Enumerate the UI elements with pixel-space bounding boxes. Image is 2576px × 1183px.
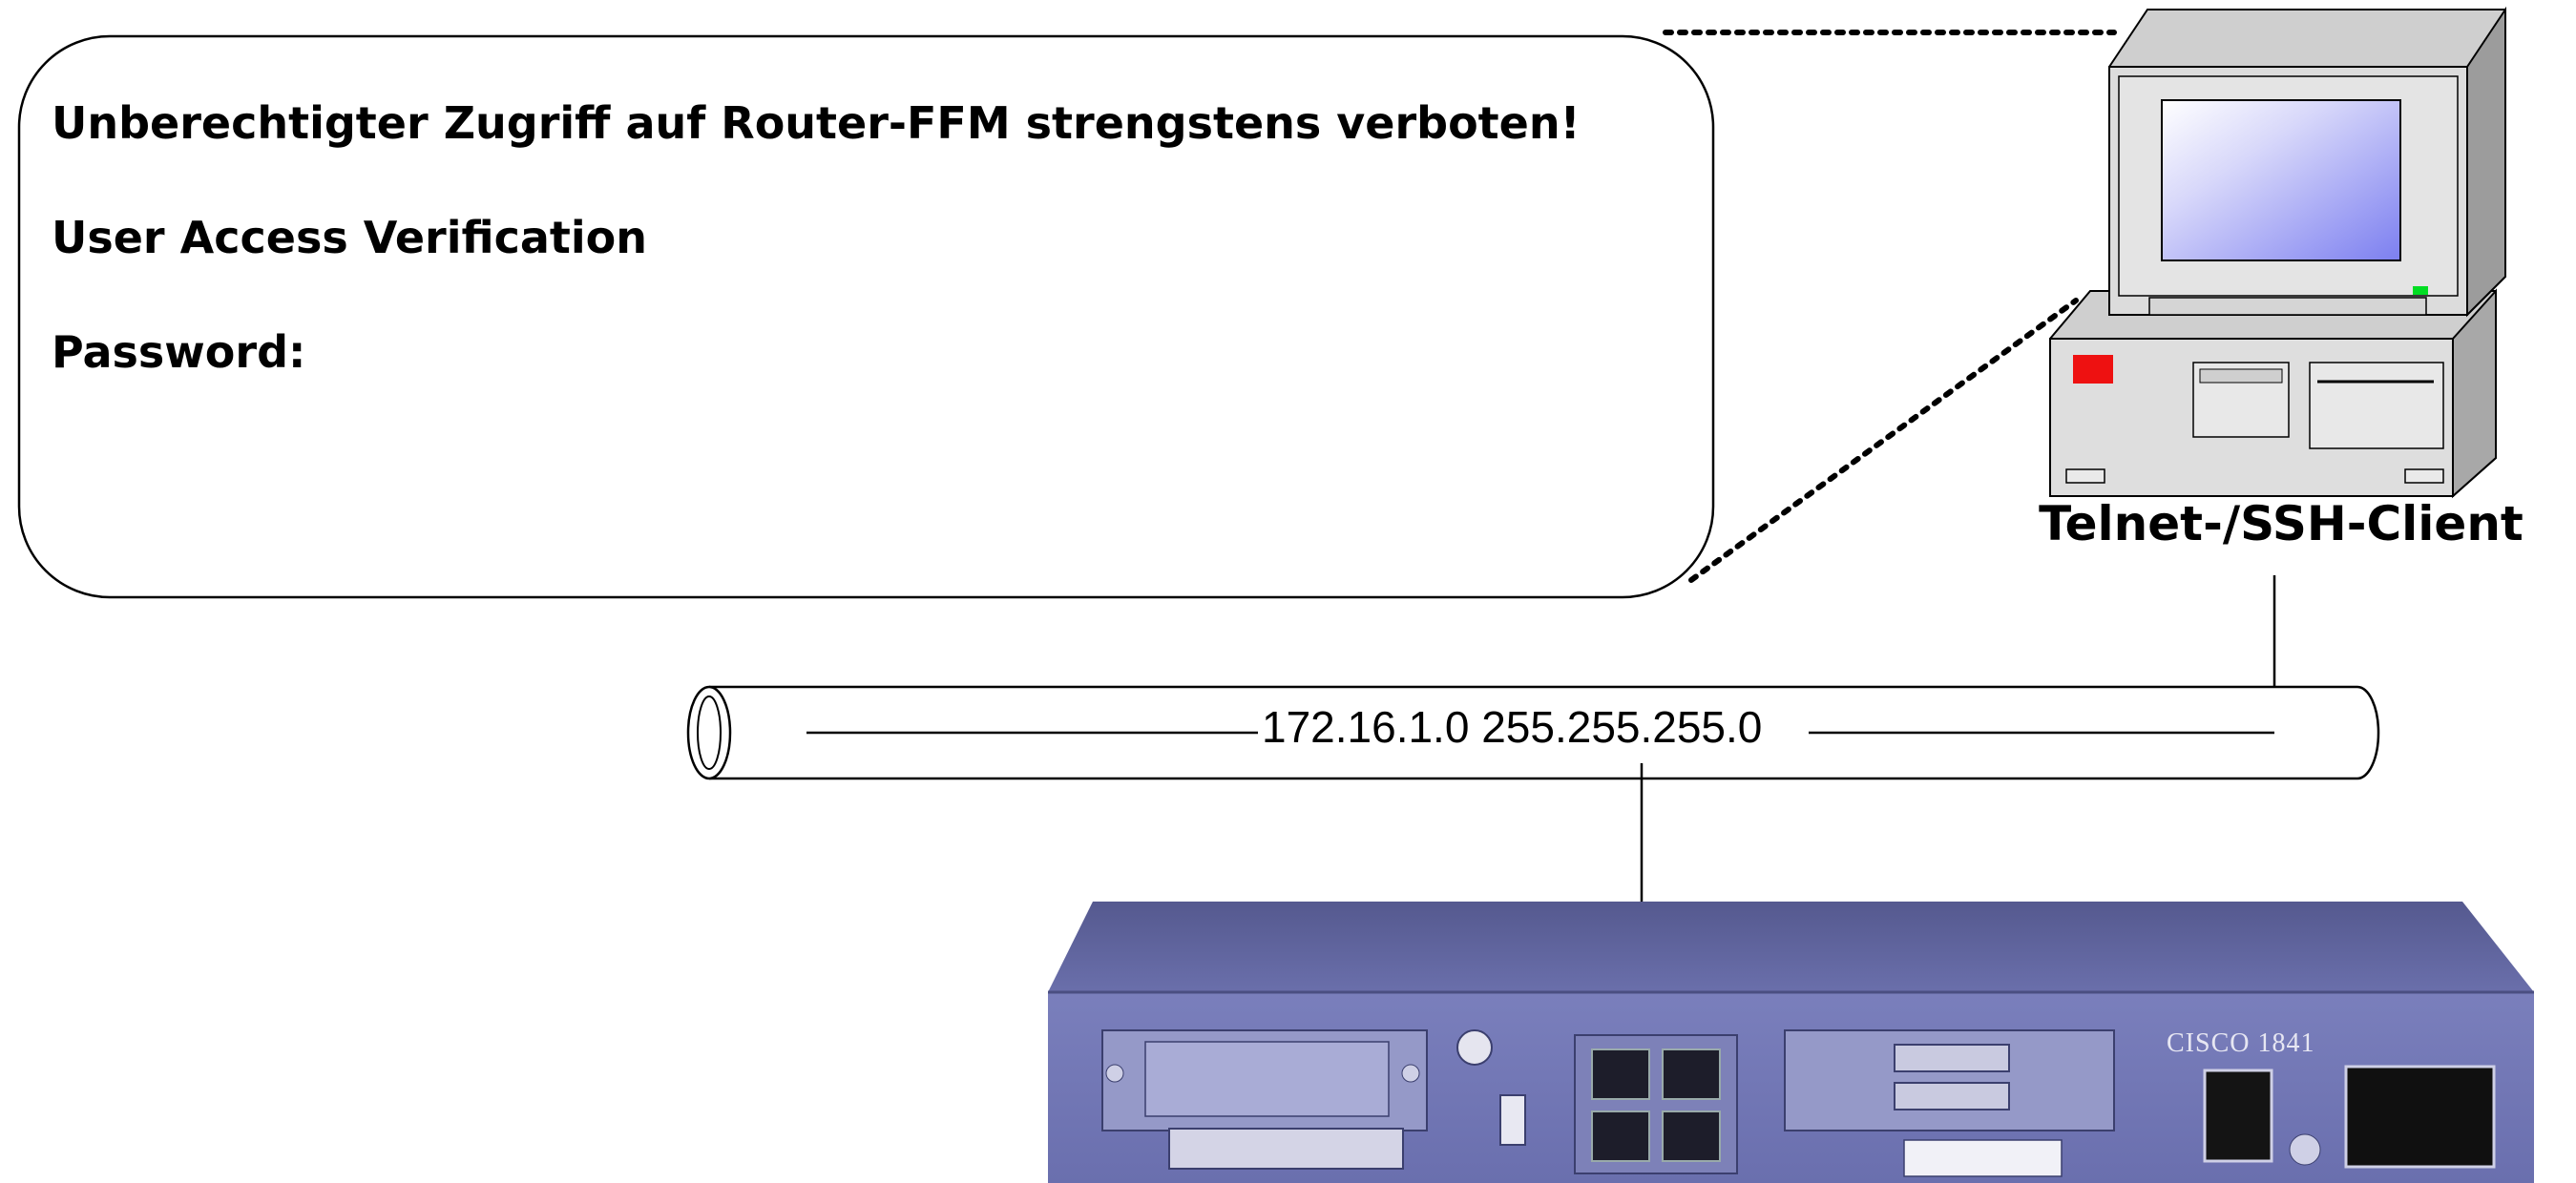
monitor-led: [2413, 286, 2428, 295]
power-socket: [2344, 1065, 2496, 1169]
password-prompt: Password:: [52, 326, 306, 378]
usb-port: [1499, 1094, 1526, 1146]
fa0-0-port: [1591, 1110, 1650, 1162]
banner-motd-line: Unberechtigter Zugriff auf Router-FFM st…: [52, 97, 1581, 149]
router-brand-label: CISCO 1841: [2167, 1028, 2315, 1058]
router-icon: [1048, 902, 2534, 1183]
power-switch: [2203, 1069, 2273, 1163]
desktop-computer-icon: [2049, 6, 2506, 499]
power-led: [2073, 355, 2113, 384]
dotted-connector-bottom: [1688, 298, 2079, 583]
network-label: 172.16.1.0 255.255.255.0: [1258, 701, 1767, 753]
access-verification-line: User Access Verification: [52, 212, 647, 263]
terminal-bubble: [17, 34, 1715, 599]
monitor-screen: [2161, 99, 2401, 261]
aux-port: [1662, 1110, 1721, 1162]
fa0-1-port: [1591, 1048, 1650, 1100]
console-port: [1662, 1048, 1721, 1100]
client-label: Telnet-/SSH-Client: [2039, 496, 2524, 551]
